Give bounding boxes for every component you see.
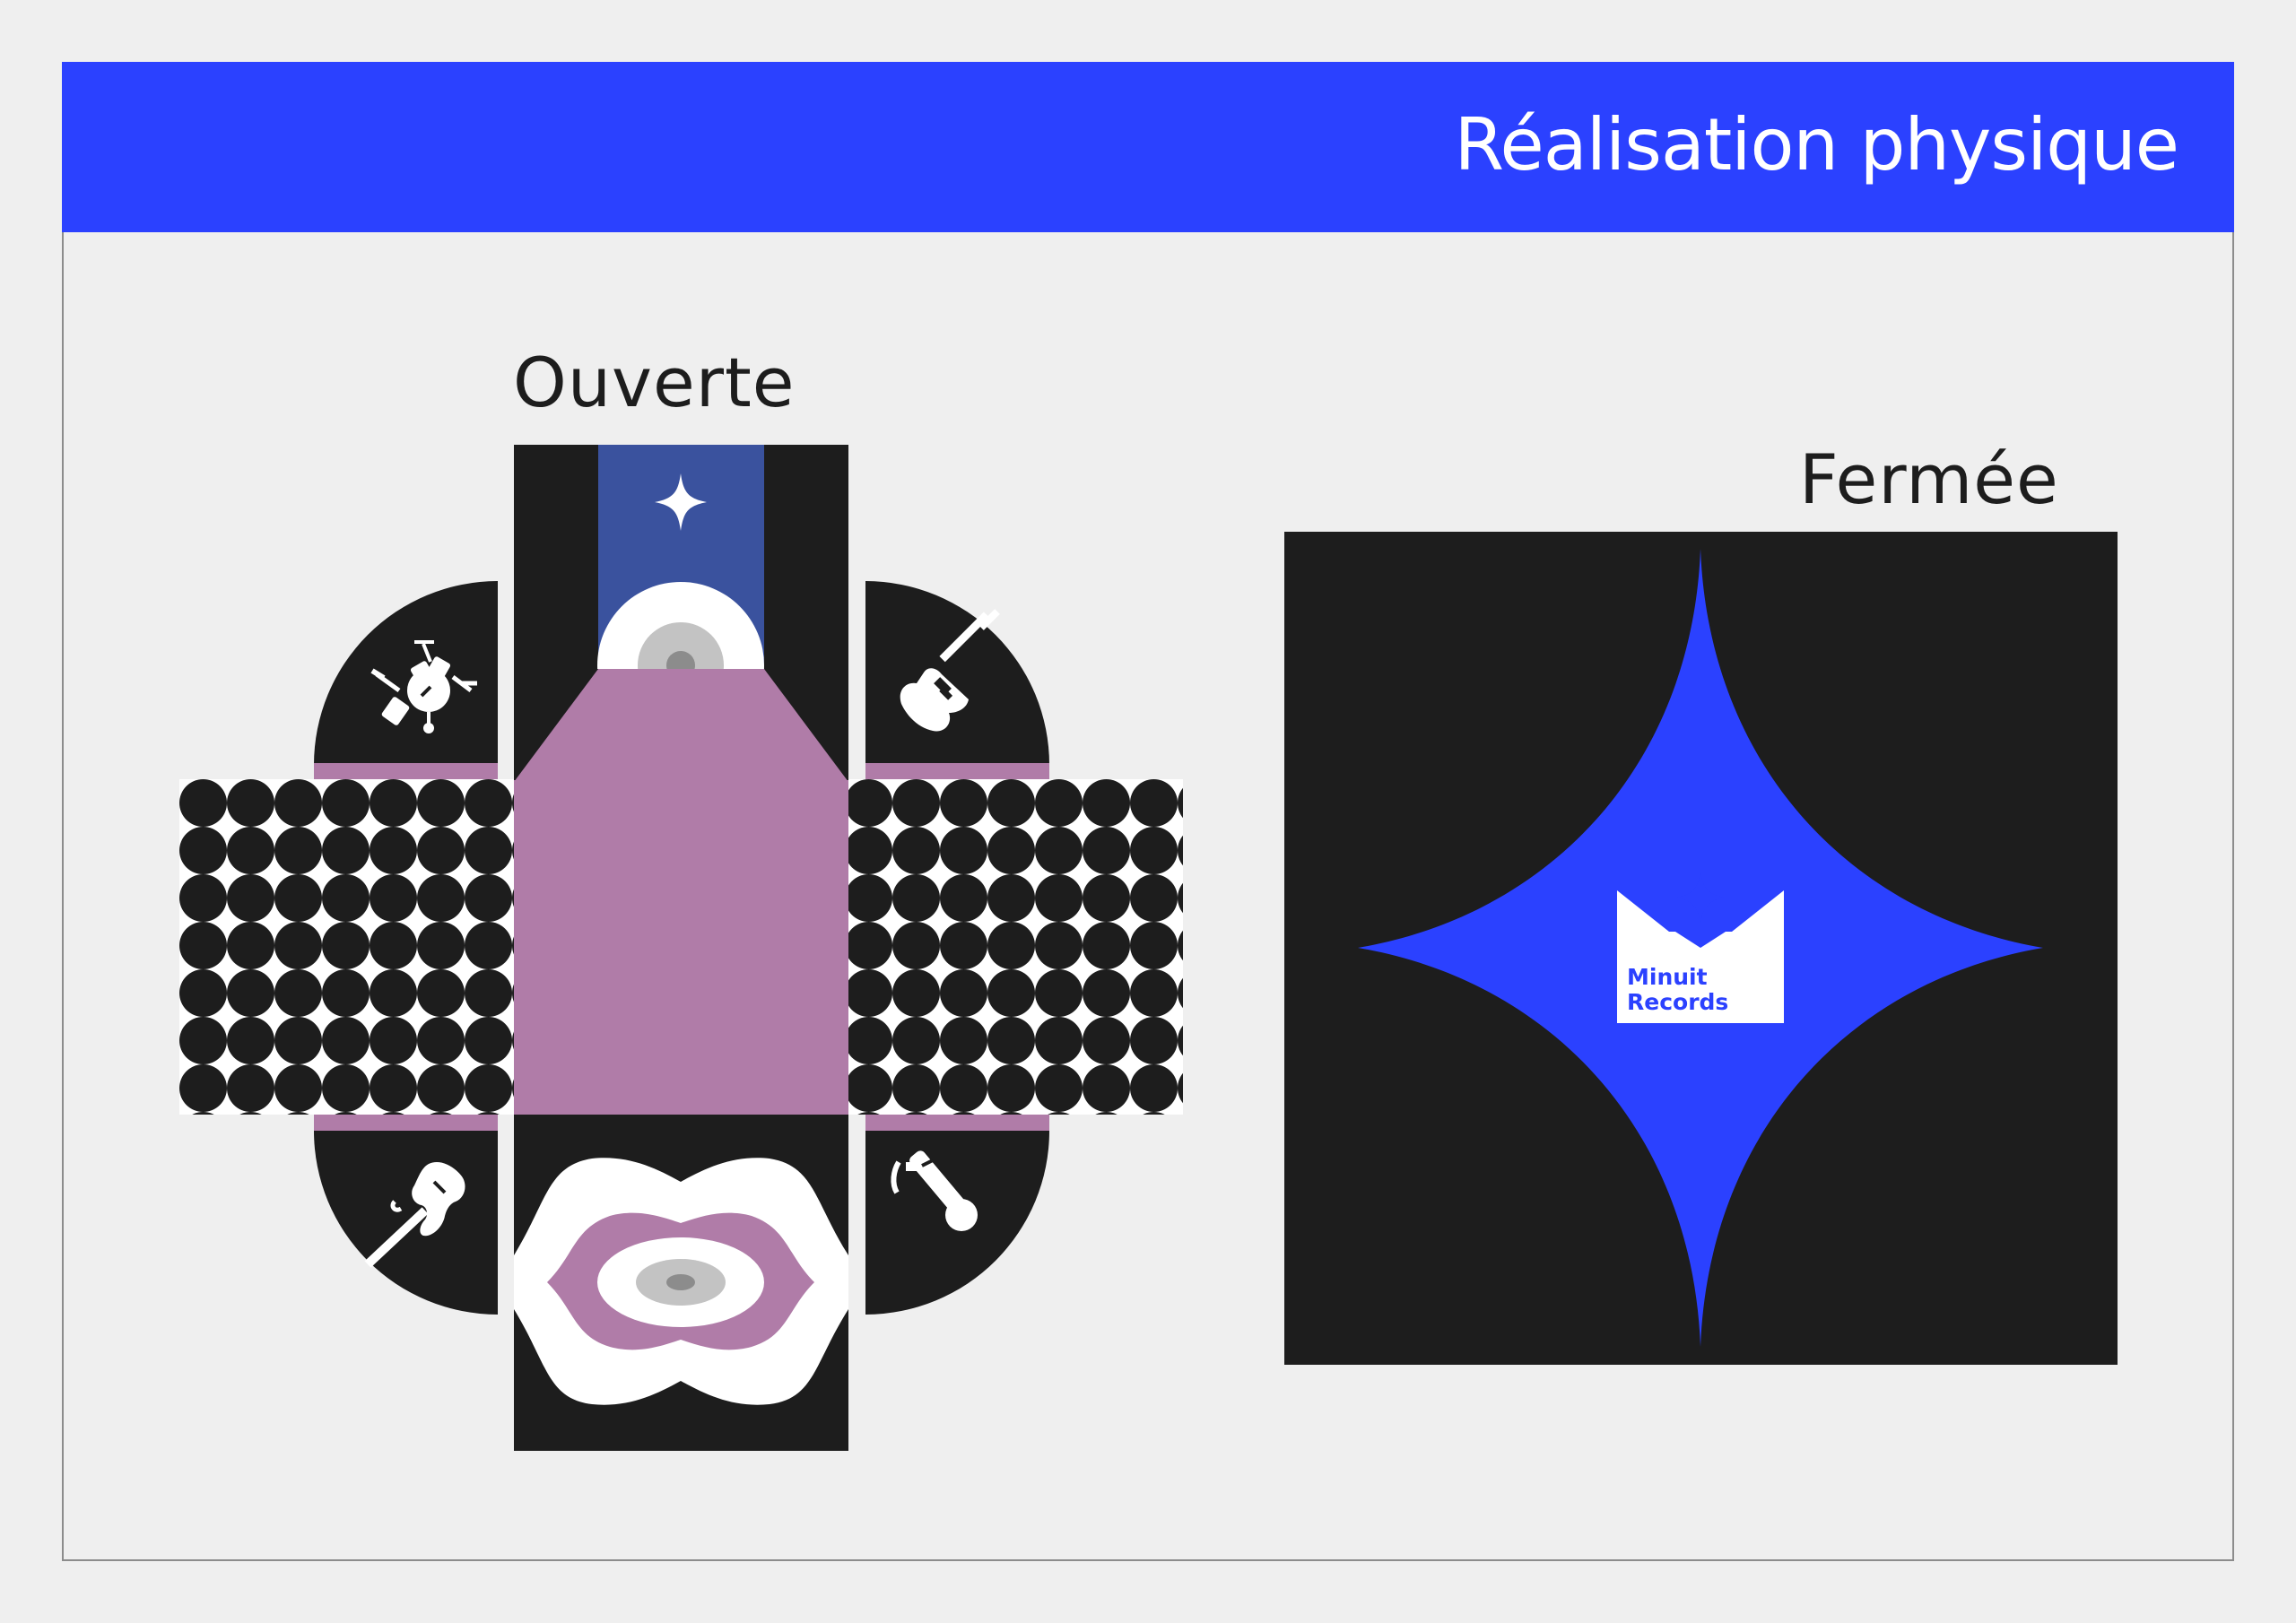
flap-bottom-right — [865, 1115, 1049, 1315]
open-view-label: Ouverte — [513, 343, 796, 422]
header-bar: Réalisation physique — [62, 62, 2234, 232]
left-dot-panel — [179, 779, 514, 1115]
star-icon — [1677, 872, 1724, 924]
electric-guitar-icon — [900, 609, 1000, 732]
drum-kit-icon — [370, 640, 477, 733]
vinyl-disc-icon — [597, 582, 764, 669]
microphone-icon — [891, 1150, 978, 1231]
logo-line-1: Minuit — [1627, 964, 1708, 990]
flap-top-right — [865, 581, 1049, 779]
logo-line-2: Records — [1627, 989, 1728, 1015]
right-dot-panel — [848, 779, 1183, 1115]
flap-bottom-left — [314, 1115, 498, 1315]
minuit-records-logo: Minuit Records — [1617, 872, 1784, 1023]
page-title: Réalisation physique — [1454, 103, 2179, 187]
closed-packaging: Minuit Records — [1284, 532, 2118, 1365]
closed-view-label: Fermée — [1799, 439, 2059, 519]
top-panel — [514, 445, 848, 782]
open-packaging — [179, 445, 1183, 1451]
flap-top-left — [314, 581, 498, 779]
center-panel — [514, 780, 848, 1115]
acoustic-guitar-icon — [364, 1161, 465, 1268]
star-icon — [655, 473, 707, 531]
vinyl-disc-icon — [597, 1237, 764, 1327]
bottom-panel — [514, 1115, 848, 1451]
